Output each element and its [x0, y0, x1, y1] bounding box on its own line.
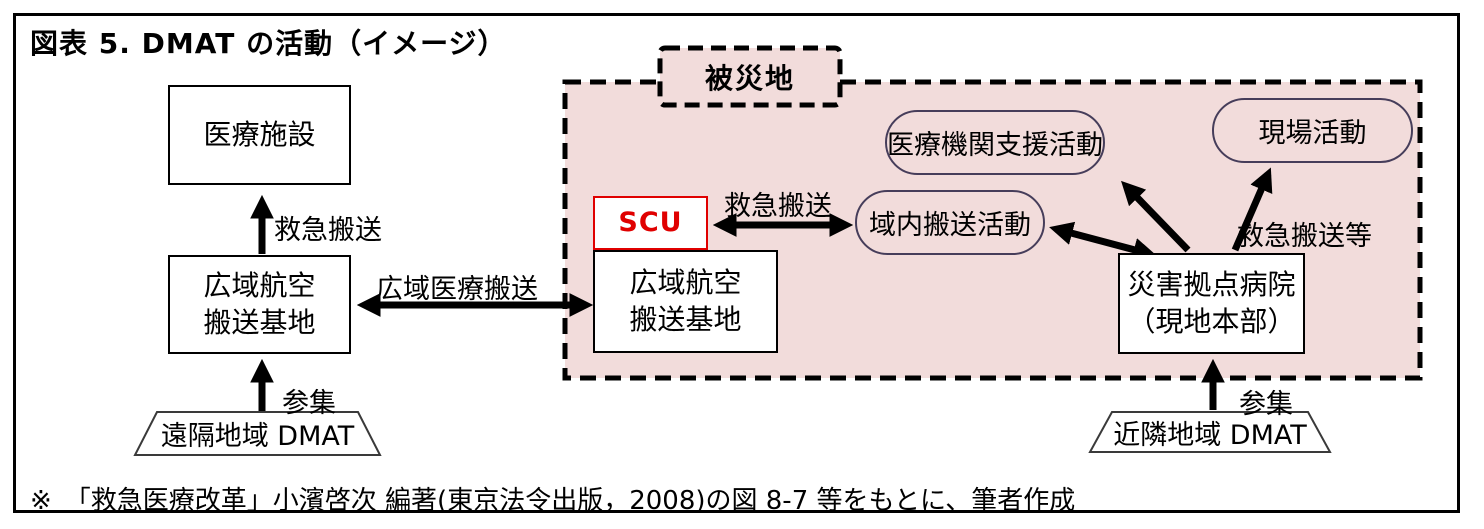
node-air-base-left: 広域航空 搬送基地 — [168, 255, 351, 354]
node-air-base-left-line1: 広域航空 — [203, 268, 316, 302]
figure-frame — [13, 13, 1460, 513]
edge-label-emergency-transport-scu: 救急搬送 — [724, 191, 832, 222]
node-activity-medical-support: 医療機関支援活動 — [885, 110, 1105, 175]
disaster-area-label-box — [657, 45, 843, 108]
node-remote-dmat: 遠隔地域 DMAT — [160, 421, 355, 452]
node-air-base-right-line2: 搬送基地 — [629, 302, 742, 336]
edge-label-gathering-left: 参集 — [282, 388, 336, 419]
node-air-base-right-line1: 広域航空 — [629, 265, 742, 299]
source-footnote: ※ 「救急医療改革」小濱啓次 編著(東京法令出版，2008)の図 8-7 等をも… — [30, 486, 1076, 516]
figure-title: 図表 5. DMAT の活動（イメージ） — [30, 27, 507, 60]
node-disaster-base-hospital-line2: （現地本部） — [1127, 304, 1296, 338]
node-disaster-base-hospital: 災害拠点病院 （現地本部） — [1118, 253, 1305, 354]
edge-label-emergency-transport-left: 救急搬送 — [274, 215, 382, 246]
node-scu-label: SCU — [618, 207, 683, 239]
nearby-dmat-trapezoid — [1088, 411, 1332, 453]
arrow-hospital-to-medical-support — [1121, 180, 1191, 253]
node-air-base-right: 広域航空 搬送基地 — [593, 250, 778, 353]
edge-label-emergency-transport-etc: 救急搬送等 — [1237, 221, 1372, 252]
node-activity-local-transport: 域内搬送活動 — [855, 190, 1045, 255]
node-medical-facility: 医療施設 — [168, 85, 351, 185]
node-activity-local-transport-label: 域内搬送活動 — [869, 210, 1031, 241]
disaster-area-label: 被災地 — [704, 61, 795, 95]
node-activity-medical-support-label: 医療機関支援活動 — [887, 130, 1103, 161]
node-medical-facility-label: 医療施設 — [203, 117, 316, 151]
node-scu: SCU — [593, 196, 708, 250]
arrow-hospital-to-onsite — [1231, 167, 1273, 252]
node-air-base-left-line2: 搬送基地 — [203, 305, 316, 339]
edge-label-wide-area-medical-transport: 広域医療搬送 — [376, 274, 538, 305]
node-activity-onsite: 現場活動 — [1212, 98, 1413, 163]
remote-dmat-trapezoid — [133, 411, 382, 456]
arrow-hospital-local-transport — [1049, 221, 1157, 262]
node-nearby-dmat: 近隣地域 DMAT — [1113, 419, 1307, 451]
edge-label-gathering-right: 参集 — [1239, 389, 1293, 420]
node-disaster-base-hospital-line1: 災害拠点病院 — [1127, 267, 1296, 301]
node-activity-onsite-label: 現場活動 — [1258, 118, 1367, 149]
